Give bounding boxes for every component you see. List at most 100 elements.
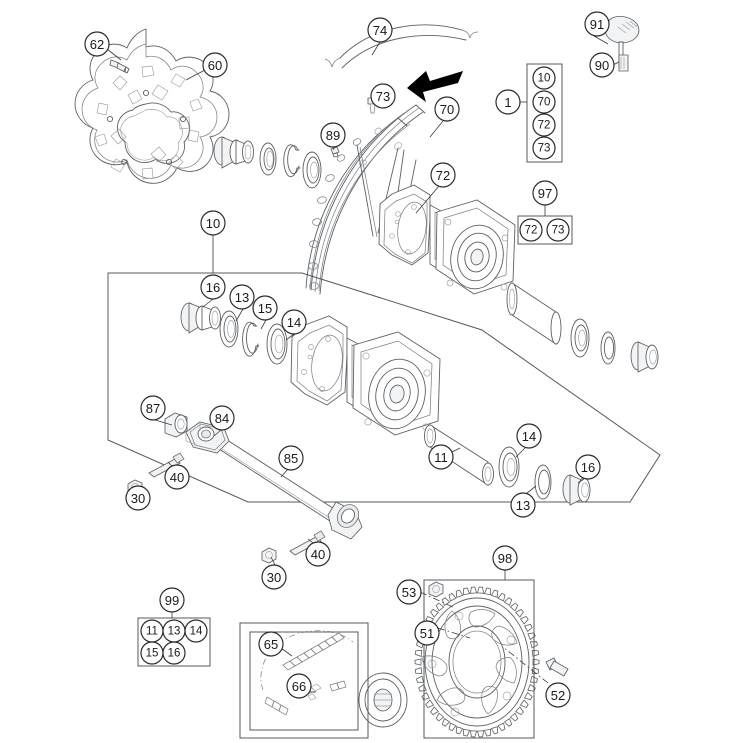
callout-label: 72: [525, 225, 538, 237]
callout-bubble-90[interactable]: 90: [589, 52, 615, 78]
group-box-65-outer: [239, 622, 369, 739]
callout-bubble-66[interactable]: 66: [286, 673, 312, 699]
callout-label: 60: [208, 58, 222, 73]
callout-bubble-16[interactable]: 16: [200, 274, 226, 300]
callout-label: 40: [311, 547, 325, 562]
part-group-right-spacers-upper: [506, 282, 659, 373]
callout-label: 73: [552, 225, 565, 237]
callout-bubble-30[interactable]: 30: [125, 485, 151, 511]
callout-circle: [545, 682, 571, 708]
part-bolt-40-lower: [289, 530, 326, 556]
part-bolt-52: [545, 657, 569, 677]
callout-circle: [495, 89, 521, 115]
callout-circle: [589, 52, 615, 78]
callout-label: 10: [206, 216, 220, 231]
part-front-sprocket: [358, 672, 408, 728]
callout-bubble-14[interactable]: 14: [184, 619, 208, 643]
callout-circle: [367, 17, 393, 43]
callout-bubble-15[interactable]: 15: [252, 295, 278, 321]
callout-bubble-16[interactable]: 16: [162, 641, 186, 665]
callout-bubble-84[interactable]: 84: [209, 405, 235, 431]
callout-label: 30: [131, 491, 145, 506]
callout-label: 51: [420, 626, 434, 641]
callout-bubble-74[interactable]: 74: [367, 17, 393, 43]
callout-label: 91: [590, 17, 604, 32]
callout-bubble-72[interactable]: 72: [532, 113, 556, 137]
callout-circle: [370, 83, 396, 109]
callout-bubble-70[interactable]: 70: [532, 90, 556, 114]
callout-label: 89: [326, 128, 340, 143]
callout-label: 73: [376, 89, 390, 104]
part-axle-85: [214, 436, 363, 540]
part-nut-53: [428, 581, 444, 598]
callout-bubble-13[interactable]: 13: [510, 492, 536, 518]
callout-circle: [532, 180, 558, 206]
callout-circle: [125, 485, 151, 511]
callout-label: 30: [267, 570, 281, 585]
callout-bubble-72[interactable]: 72: [519, 218, 543, 242]
group-box-65-inner: [249, 631, 359, 731]
callout-bubble-16[interactable]: 16: [575, 454, 601, 480]
callout-bubble-73[interactable]: 73: [370, 83, 396, 109]
callout-circle: [281, 309, 307, 335]
callout-circle: [434, 96, 460, 122]
callout-bubble-14[interactable]: 14: [516, 423, 542, 449]
callout-bubble-10[interactable]: 10: [200, 210, 226, 236]
callout-circle: [84, 31, 110, 57]
callout-label: 70: [440, 102, 454, 117]
callout-bubble-15[interactable]: 15: [140, 641, 164, 665]
callout-label: 14: [190, 626, 203, 638]
callout-label: 53: [402, 585, 416, 600]
callout-label: 13: [235, 290, 249, 305]
callout-bubble-53[interactable]: 53: [396, 579, 422, 605]
callout-bubble-73[interactable]: 73: [532, 136, 556, 160]
leader-lines: [106, 35, 620, 693]
callout-circle: [252, 295, 278, 321]
callout-bubble-1[interactable]: 1: [495, 89, 521, 115]
callout-bubble-87[interactable]: 87: [140, 395, 166, 421]
callout-bubble-65[interactable]: 65: [258, 631, 284, 657]
callout-bubble-40[interactable]: 40: [164, 464, 190, 490]
part-sleeve-11: [424, 424, 494, 486]
callout-bubble-97[interactable]: 97: [532, 180, 558, 206]
callout-circle: [430, 162, 456, 188]
callout-circle: [396, 579, 422, 605]
callout-bubble-10[interactable]: 10: [532, 66, 556, 90]
callout-bubble-91[interactable]: 91: [584, 11, 610, 37]
callout-bubble-70[interactable]: 70: [434, 96, 460, 122]
callout-bubble-13[interactable]: 13: [229, 284, 255, 310]
callout-bubble-11[interactable]: 11: [428, 444, 454, 470]
callout-circle: [575, 454, 601, 480]
callout-bubble-85[interactable]: 85: [278, 445, 304, 471]
callout-bubble-40[interactable]: 40: [305, 541, 331, 567]
callout-bubble-60[interactable]: 60: [202, 52, 228, 78]
callout-bubble-11[interactable]: 11: [140, 619, 164, 643]
callout-bubble-73[interactable]: 73: [546, 218, 570, 242]
callout-circle: [546, 218, 570, 242]
callout-circle: [286, 673, 312, 699]
callout-bubble-14[interactable]: 14: [281, 309, 307, 335]
callout-bubble-89[interactable]: 89: [320, 122, 346, 148]
part-hub-upper: [378, 184, 516, 295]
callout-bubble-99[interactable]: 99: [159, 587, 185, 613]
callout-label: 52: [551, 688, 565, 703]
callout-circle: [202, 52, 228, 78]
callout-circle: [305, 541, 331, 567]
callout-circle: [164, 464, 190, 490]
callout-label: 73: [538, 143, 551, 155]
callout-circle: [200, 274, 226, 300]
callout-bubble-62[interactable]: 62: [84, 31, 110, 57]
callout-bubble-52[interactable]: 52: [545, 682, 571, 708]
callout-bubble-13[interactable]: 13: [162, 619, 186, 643]
callout-bubble-98[interactable]: 98: [492, 545, 518, 571]
callout-bubble-30[interactable]: 30: [261, 564, 287, 590]
callout-bubble-51[interactable]: 51: [414, 620, 440, 646]
part-bolt-40-upper: [148, 452, 185, 478]
callout-circle: [140, 395, 166, 421]
callout-label: 16: [581, 460, 595, 475]
callout-bubble-72[interactable]: 72: [430, 162, 456, 188]
callout-label: 87: [146, 401, 160, 416]
callout-label: 98: [498, 551, 512, 566]
